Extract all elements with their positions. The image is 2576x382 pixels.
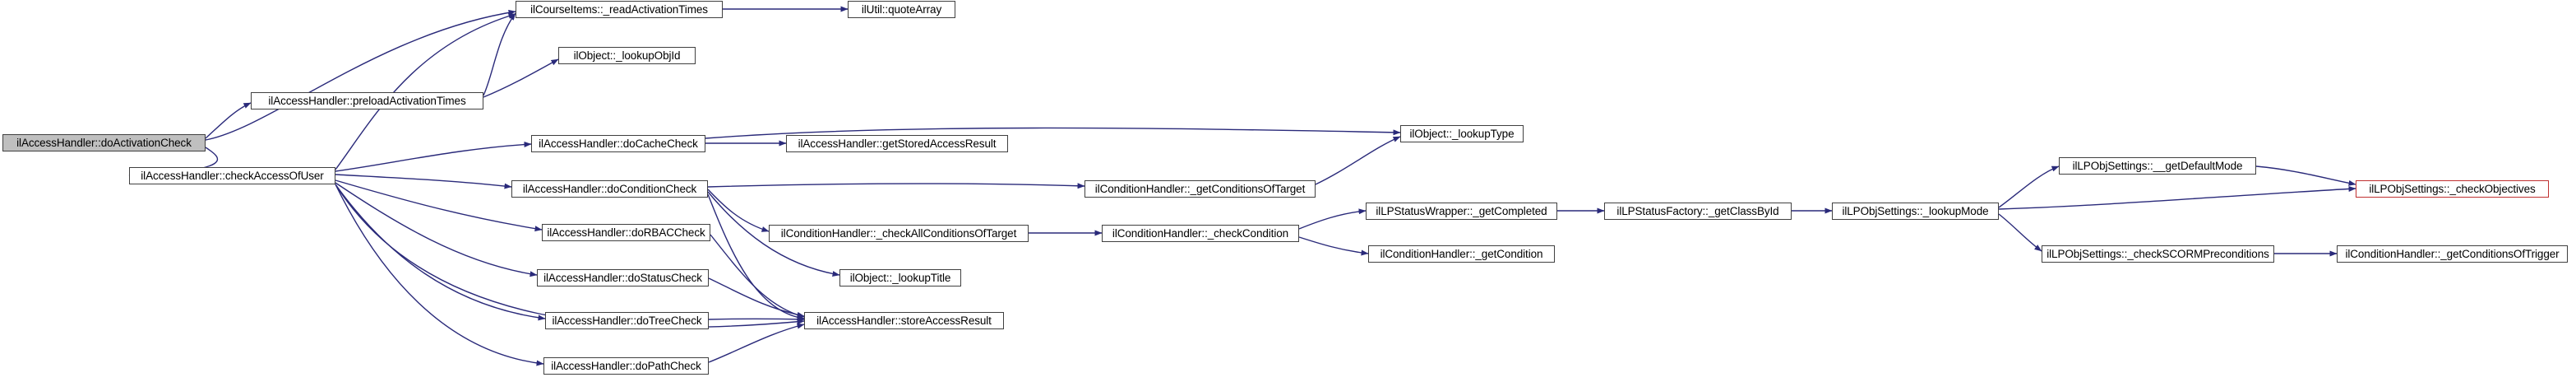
call-edge-n10-to-n15	[708, 277, 805, 318]
call-edge-n22-to-n25	[1998, 185, 2356, 210]
graph-node-n12[interactable]: ilAccessHandler::doPathCheck	[543, 357, 709, 375]
graph-node-n2[interactable]: ilUtil::quoteArray	[848, 1, 955, 18]
call-edge-n5-to-n15	[335, 184, 805, 328]
graph-node-n24[interactable]: ilLPObjSettings::_checkSCORMPrecondition…	[2042, 245, 2274, 263]
graph-node-n26[interactable]: ilConditionHandler::_getConditionsOfTrig…	[2337, 245, 2568, 263]
call-edge-n0-to-n4	[205, 102, 252, 139]
call-edge-n22-to-n23	[1998, 165, 2060, 208]
graph-node-n22[interactable]: ilLPObjSettings::_lookupMode	[1832, 203, 1999, 220]
call-edge-n23-to-n25	[2255, 165, 2356, 186]
graph-node-n14[interactable]: ilObject::_lookupTitle	[839, 269, 961, 286]
call-edge-n5-to-n6	[335, 142, 532, 172]
call-edge-n17-to-n19	[1298, 208, 1367, 230]
graph-node-n25[interactable]: ilLPObjSettings::_checkObjectives	[2356, 180, 2549, 198]
graph-node-n13[interactable]: ilConditionHandler::_checkAllConditionsO…	[769, 225, 1029, 242]
graph-node-n15[interactable]: ilAccessHandler::storeAccessResult	[804, 312, 1004, 329]
graph-node-n23[interactable]: ilLPObjSettings::__getDefaultMode	[2059, 157, 2256, 175]
call-edge-n12-to-n15	[708, 323, 805, 363]
graph-node-n5[interactable]: ilAccessHandler::checkAccessOfUser	[129, 167, 335, 184]
call-edge-n5-to-n8	[335, 174, 512, 189]
graph-node-n10[interactable]: ilAccessHandler::doStatusCheck	[537, 269, 709, 286]
graph-node-n21[interactable]: ilLPStatusFactory::_getClassById	[1604, 203, 1792, 220]
call-edge-n4-to-n3	[483, 58, 559, 98]
call-edge-n5-to-n11	[335, 184, 546, 321]
graph-node-n19[interactable]: ilLPStatusWrapper::_getCompleted	[1366, 203, 1557, 220]
graph-node-n8[interactable]: ilAccessHandler::doConditionCheck	[511, 180, 708, 198]
call-edge-n17-to-n20	[1298, 236, 1369, 256]
graph-node-n7[interactable]: ilAccessHandler::getStoredAccessResult	[786, 135, 1008, 152]
call-edge-n22-to-n24	[1998, 213, 2042, 252]
graph-node-n16[interactable]: ilConditionHandler::_getConditionsOfTarg…	[1085, 180, 1316, 198]
call-edge-n8-to-n16	[707, 183, 1085, 189]
graph-node-n3[interactable]: ilObject::_lookupObjId	[558, 47, 696, 64]
call-edge-n0-to-n1	[205, 9, 516, 141]
call-edge-n5-to-n10	[335, 182, 538, 277]
call-edge-n8-to-n13	[707, 189, 770, 232]
call-edge-n8-to-n15	[707, 193, 805, 321]
call-edge-n4-to-n1	[483, 12, 516, 96]
graph-node-n18[interactable]: ilObject::_lookupType	[1400, 125, 1524, 142]
call-edge-n16-to-n18	[1315, 136, 1401, 185]
graph-node-n6[interactable]: ilAccessHandler::doCacheCheck	[531, 135, 705, 152]
graph-node-n1[interactable]: ilCourseItems::_readActivationTimes	[516, 1, 723, 18]
graph-node-n0[interactable]: ilAccessHandler::doActivationCheck	[2, 134, 206, 151]
graph-node-n17[interactable]: ilConditionHandler::_checkCondition	[1102, 225, 1299, 242]
graph-node-n9[interactable]: ilAccessHandler::doRBACCheck	[542, 224, 710, 241]
call-edge-n9-to-n15	[710, 234, 805, 319]
graph-node-n4[interactable]: ilAccessHandler::preloadActivationTimes	[251, 92, 483, 109]
graph-node-n20[interactable]: ilConditionHandler::_getCondition	[1368, 245, 1555, 263]
call-edge-n5-to-n12	[335, 184, 544, 366]
graph-node-n11[interactable]: ilAccessHandler::doTreeCheck	[545, 312, 709, 329]
